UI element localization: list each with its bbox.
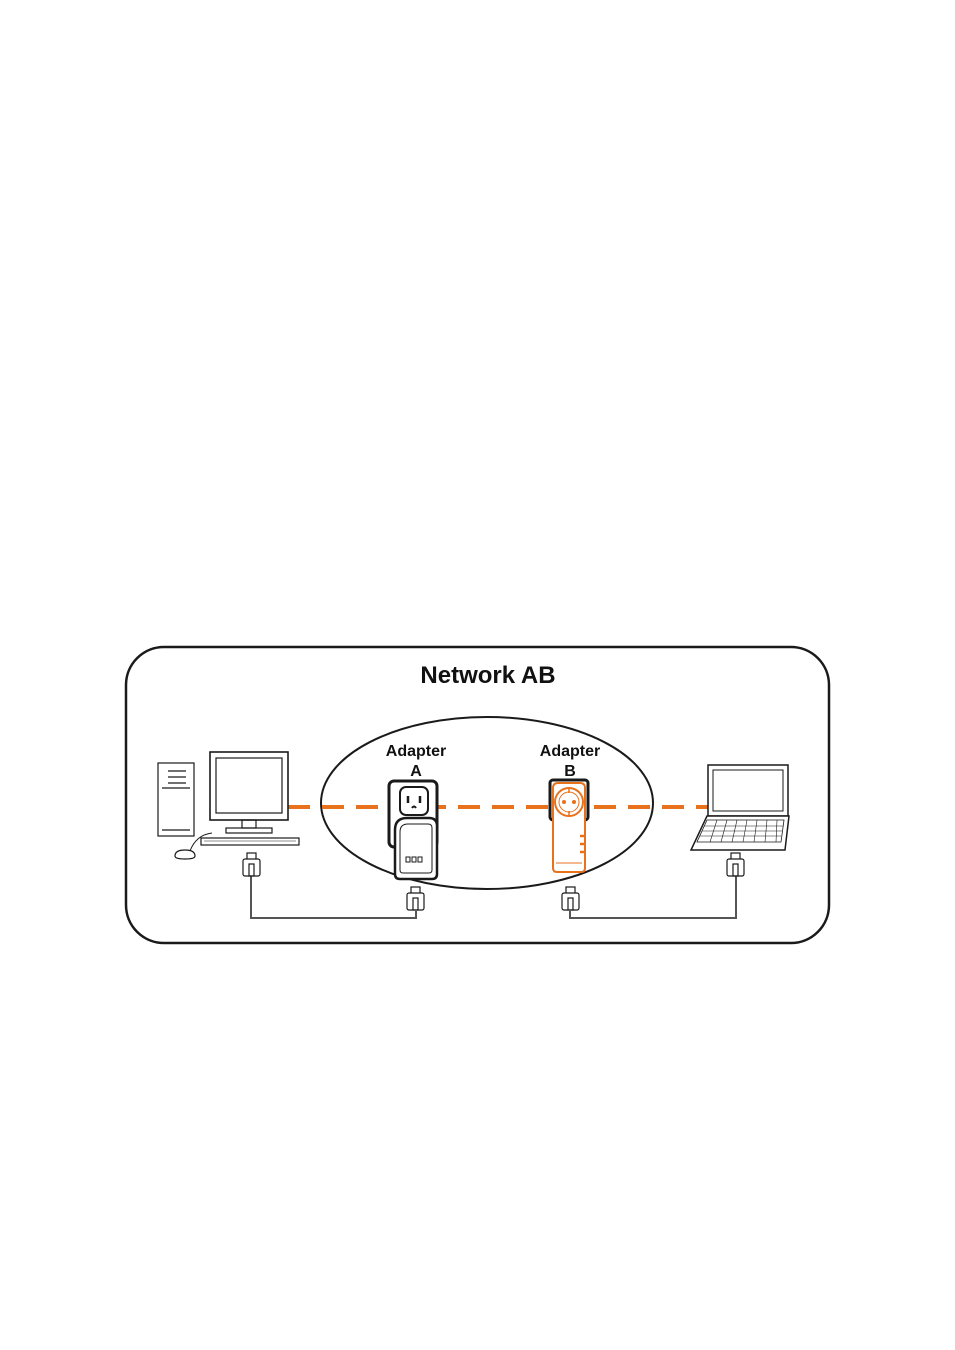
schuko-adapter-icon bbox=[550, 780, 588, 872]
ethernet-plug-icon bbox=[243, 853, 260, 876]
powerline-adapter-icon bbox=[395, 818, 437, 879]
adapter-a-label-line1: Adapter bbox=[386, 743, 446, 760]
ethernet-plug-icon bbox=[407, 887, 424, 910]
adapter-group-ellipse bbox=[321, 717, 653, 889]
adapter-a-label-line2: A bbox=[410, 763, 422, 780]
adapter-b-label-line1: Adapter bbox=[540, 743, 600, 760]
ethernet-cable-left bbox=[251, 876, 416, 918]
desktop-computer-icon bbox=[158, 752, 299, 859]
ethernet-plug-icon bbox=[727, 853, 744, 876]
adapter-b-label-line2: B bbox=[564, 763, 576, 780]
ethernet-plug-icon bbox=[562, 887, 579, 910]
network-title: Network AB bbox=[420, 662, 555, 689]
ethernet-cable-right bbox=[570, 876, 736, 918]
